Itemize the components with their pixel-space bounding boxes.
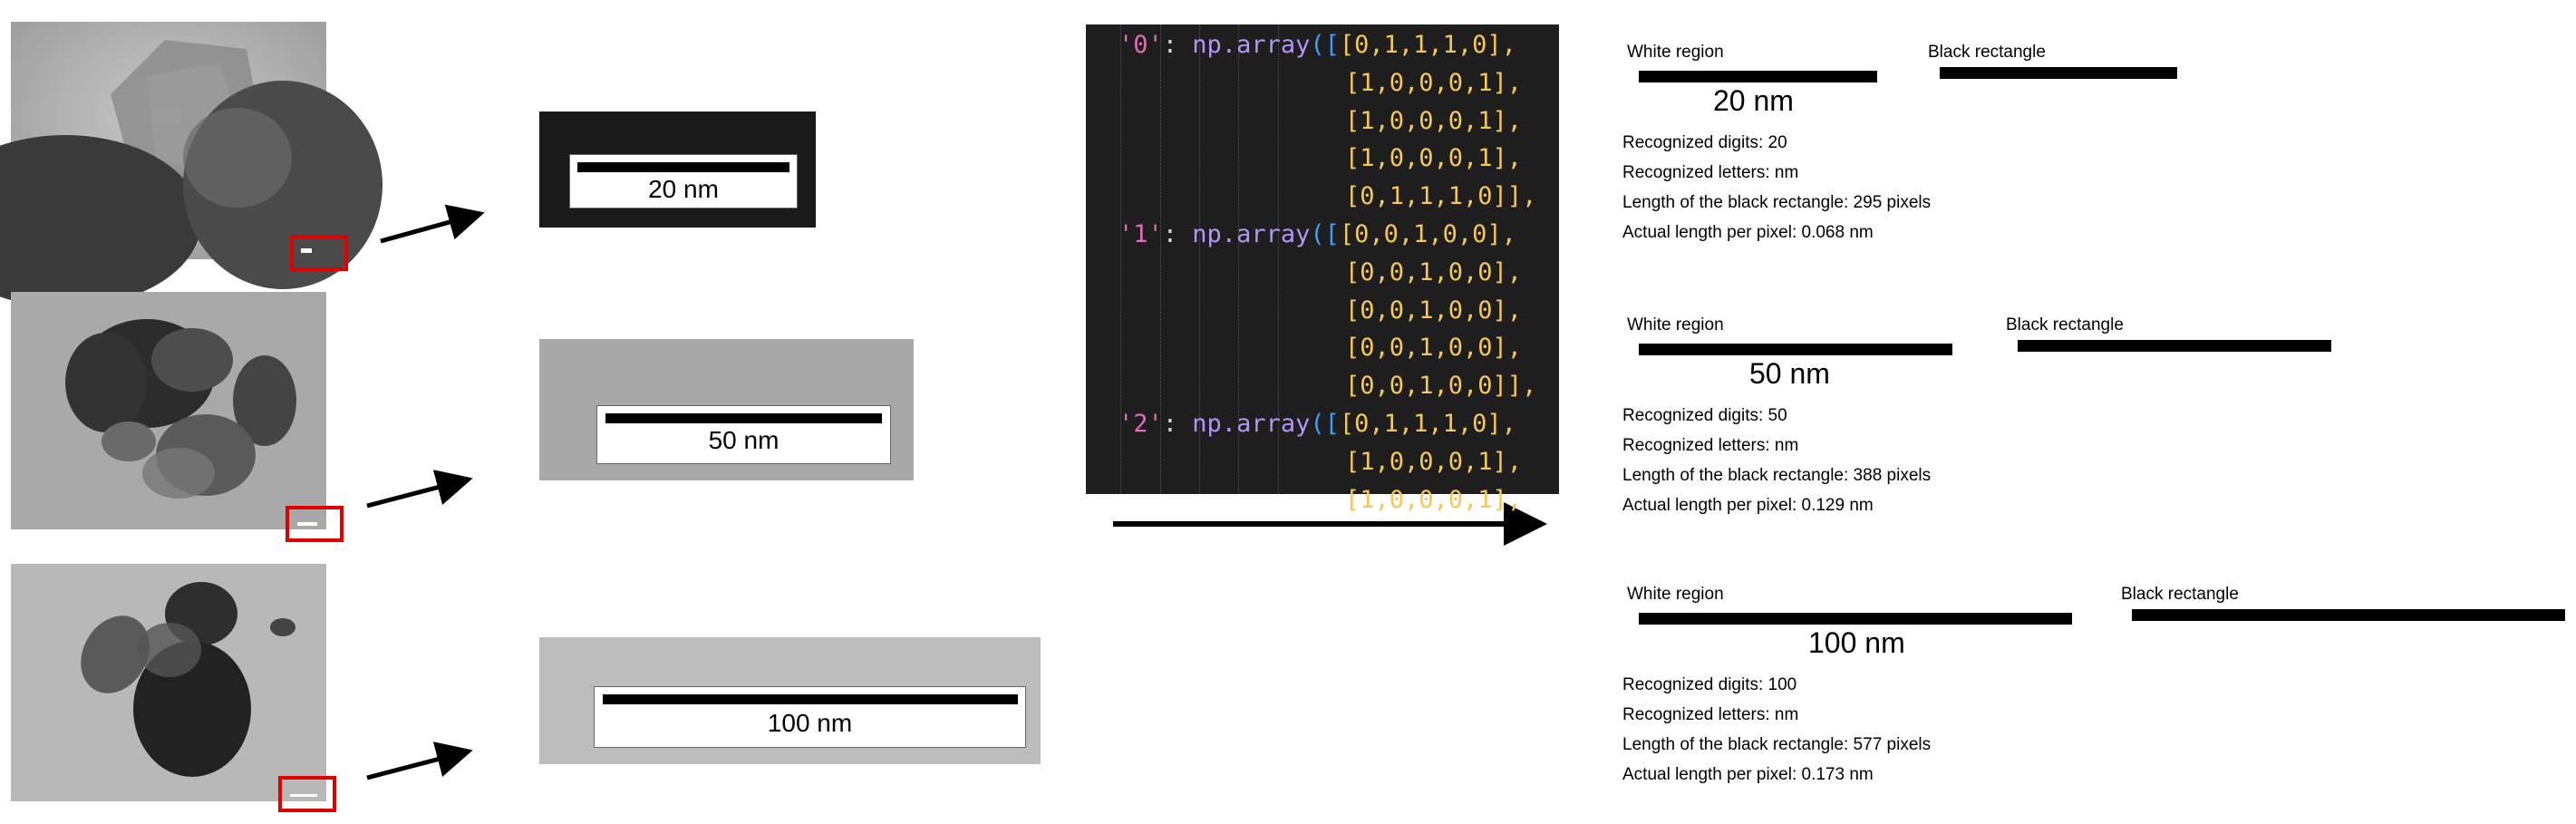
black-rectangle-bar (2018, 340, 2331, 352)
black-rectangle-2 (605, 413, 882, 423)
code-line: '0': np.array([[0,1,1,1,0], (1119, 26, 1516, 64)
rectangle-length: Length of the black rectangle: 577 pixel… (1622, 735, 1932, 754)
code-line: [0,0,1,0,0]], (1345, 367, 1536, 405)
code-row: [0,0,1,0,0], (1345, 334, 1523, 363)
scale-label: 20 nm (1713, 84, 1794, 117)
arrow-3 (366, 742, 473, 780)
white-region-label: White region (1627, 43, 1724, 62)
white-region-2: 50 nm (596, 405, 891, 464)
tem-image-2 (11, 292, 326, 529)
white-region-3: 100 nm (594, 686, 1026, 748)
scale-bar-mini-1 (301, 248, 312, 253)
scale-label-2: 50 nm (708, 426, 780, 454)
arrow-1 (380, 204, 485, 244)
code-key: '2' (1119, 410, 1163, 438)
arrow-2 (366, 470, 473, 509)
code-colon: : (1162, 220, 1193, 248)
code-function: np.array (1192, 220, 1311, 248)
white-region-bar (1639, 71, 1877, 82)
scale-label-3: 100 nm (767, 709, 853, 737)
code-row: [0,0,1,0,0], (1339, 220, 1516, 248)
code-row: [1,0,0,0,1], (1345, 144, 1523, 173)
recognized-digits: Recognized digits: 50 (1622, 406, 1787, 425)
code-row: [1,0,0,0,1], (1345, 447, 1523, 476)
highlight-box-1 (290, 235, 348, 271)
tem-image-3 (11, 564, 326, 801)
code-row: [1,0,0,0,1], (1345, 68, 1523, 97)
highlight-box-3 (278, 776, 336, 812)
length-per-pixel: Actual length per pixel: 0.068 nm (1622, 223, 1874, 242)
black-rectangle-bar (1940, 67, 2177, 79)
code-row: [0,0,1,0,0], (1345, 296, 1523, 325)
black-rectangle-bar (2132, 609, 2565, 621)
black-rectangle-label: Black rectangle (2006, 315, 2124, 334)
recognized-letters: Recognized letters: nm (1622, 163, 1799, 182)
zoom-scale-bar-3: 100 nm (539, 637, 1041, 764)
black-rectangle-1 (577, 162, 789, 172)
code-line: [1,0,0,0,1], (1345, 481, 1522, 519)
length-per-pixel: Actual length per pixel: 0.173 nm (1622, 765, 1874, 784)
code-row: [0,0,1,0,0], (1345, 257, 1523, 286)
zoom-scale-bar-1: 20 nm (539, 111, 816, 228)
black-rectangle-label: Black rectangle (2121, 585, 2239, 604)
rectangle-length: Length of the black rectangle: 388 pixel… (1622, 466, 1932, 485)
white-region-bar (1639, 613, 2072, 625)
code-line: [1,0,0,0,1], (1345, 102, 1522, 141)
recognized-digits: Recognized digits: 100 (1622, 675, 1797, 694)
code-line: [0,0,1,0,0], (1345, 329, 1522, 367)
white-region-label: White region (1627, 315, 1724, 334)
code-line: [1,0,0,0,1], (1345, 64, 1522, 102)
rectangle-length: Length of the black rectangle: 295 pixel… (1622, 193, 1932, 212)
length-per-pixel: Actual length per pixel: 0.129 nm (1622, 496, 1874, 515)
code-key: '1' (1119, 220, 1163, 248)
code-line: '2': np.array([[0,1,1,1,0], (1119, 405, 1516, 443)
code-line: [1,0,0,0,1], (1345, 140, 1522, 178)
code-row: [0,1,1,1,0], (1339, 410, 1516, 438)
scale-label: 100 nm (1808, 626, 1905, 659)
black-rectangle-label: Black rectangle (1928, 43, 2046, 62)
code-line: [0,1,1,1,0]], (1345, 178, 1536, 216)
scale-bar-mini-2 (297, 522, 317, 526)
code-row: [1,0,0,0,1], (1345, 485, 1523, 514)
code-colon: : (1162, 31, 1193, 59)
scale-bar-mini-3 (290, 794, 317, 797)
scale-label: 50 nm (1749, 357, 1830, 390)
code-line: '1': np.array([[0,0,1,0,0], (1119, 216, 1516, 254)
code-colon: : (1162, 410, 1193, 438)
black-rectangle-3 (603, 694, 1018, 704)
tem-image-1 (0, 22, 383, 307)
recognized-letters: Recognized letters: nm (1622, 436, 1799, 455)
code-line: [0,0,1,0,0], (1345, 292, 1522, 330)
code-row: [0,1,1,1,0], (1339, 31, 1516, 59)
zoom-scale-bar-2: 50 nm (539, 339, 914, 480)
recognized-letters: Recognized letters: nm (1622, 705, 1799, 724)
code-key: '0' (1119, 31, 1163, 59)
code-row: [1,0,0,0,1], (1345, 106, 1523, 135)
code-row: [0,1,1,1,0]], (1345, 182, 1537, 211)
scale-label-1: 20 nm (648, 175, 719, 203)
code-bracket: ([ (1310, 220, 1340, 248)
code-function: np.array (1192, 31, 1311, 59)
code-row: [0,0,1,0,0]], (1345, 372, 1537, 401)
code-line: [0,0,1,0,0], (1345, 254, 1522, 292)
code-bracket: ([ (1310, 410, 1340, 438)
white-region-bar (1639, 344, 1952, 355)
white-region-1: 20 nm (569, 154, 798, 208)
code-line: [1,0,0,0,1], (1345, 443, 1522, 481)
code-panel: '0': np.array([[0,1,1,1,0],[1,0,0,0,1],[… (1086, 24, 1559, 514)
recognized-digits: Recognized digits: 20 (1622, 133, 1787, 152)
code-bracket: ([ (1310, 31, 1340, 59)
code-function: np.array (1192, 410, 1311, 438)
white-region-label: White region (1627, 585, 1724, 604)
highlight-box-2 (286, 506, 344, 542)
